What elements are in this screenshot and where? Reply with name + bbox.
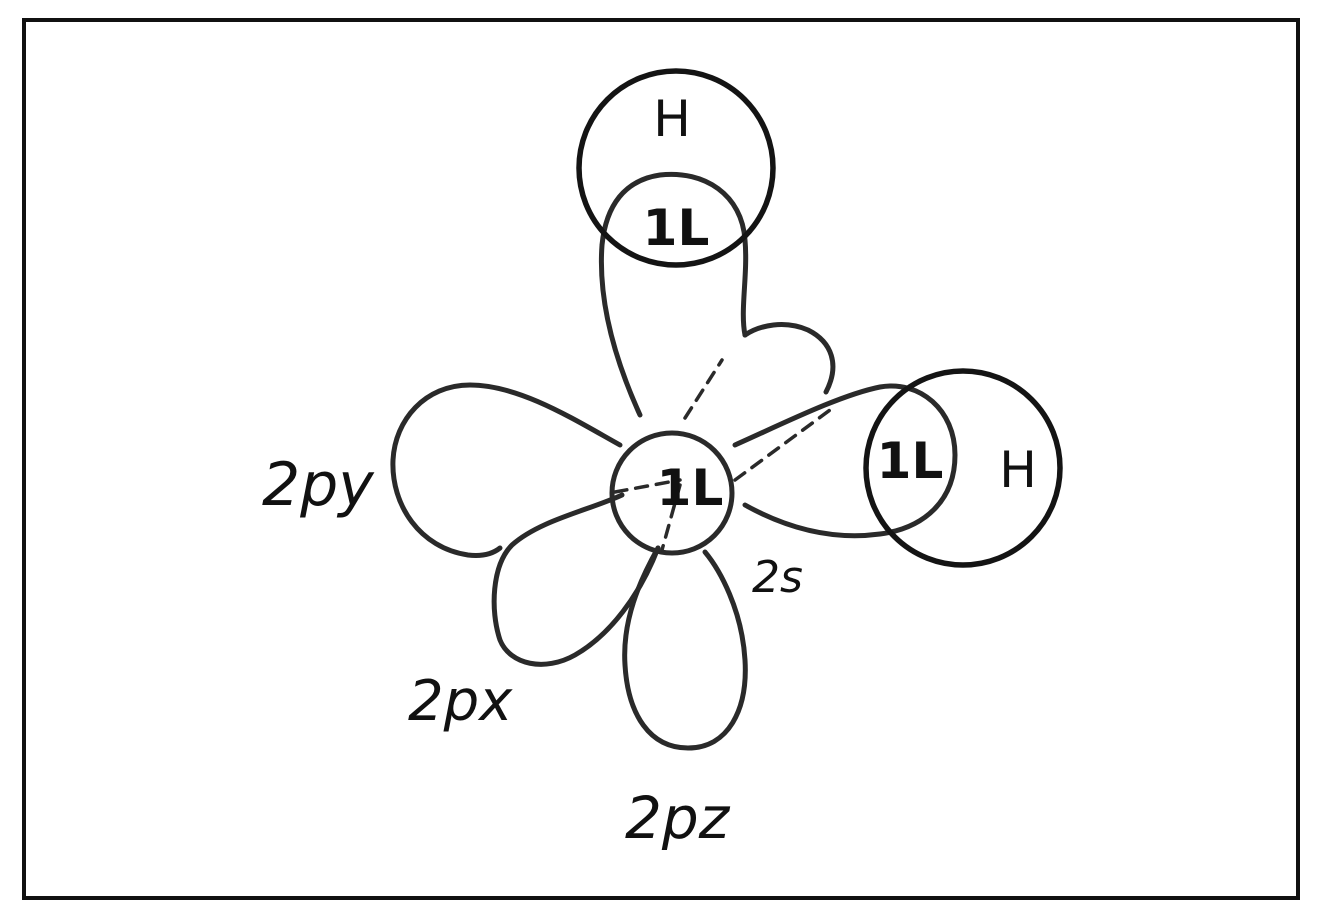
lobe-2pz [622, 545, 748, 751]
electron-pair-top: 1L [643, 199, 710, 257]
label-2px: 2px [408, 669, 513, 734]
lobe-2py [390, 382, 623, 558]
dashed-axis-up [683, 358, 724, 420]
hydrogen-atom-right [863, 368, 1063, 568]
electron-pair-right: 1L [877, 432, 944, 490]
dashed-axis-left [613, 478, 682, 494]
lobe-up-bonding [598, 171, 749, 418]
orbital-2s-circle [609, 430, 735, 556]
label-2py: 2py [262, 450, 375, 520]
dashed-axis-down [660, 483, 682, 552]
hydrogen-symbol-top: H [653, 90, 691, 148]
dashed-axis-right [733, 408, 832, 482]
figure-border [22, 18, 1300, 900]
lobe-upper-right [742, 322, 836, 395]
lobe-2px [491, 492, 661, 667]
hydrogen-atom-top [576, 68, 776, 268]
label-2s: 2s [752, 552, 803, 603]
hydrogen-symbol-right: H [999, 441, 1037, 499]
electron-pair-center: 1L [657, 459, 724, 517]
lobe-right-bonding [732, 383, 958, 539]
label-2pz: 2pz [625, 784, 731, 852]
